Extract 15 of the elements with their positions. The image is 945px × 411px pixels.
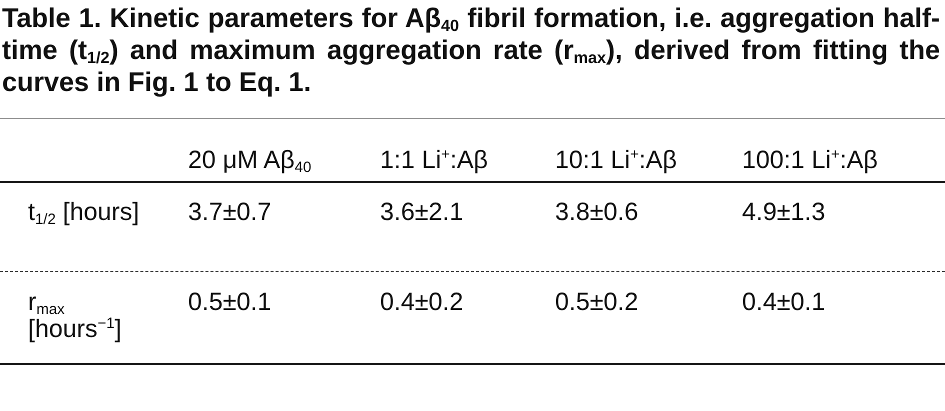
row-header: t$_{1/2}$ [hours] [28, 199, 140, 226]
row-header: r$_{max}$ [hours$^{−1}$] [28, 289, 123, 343]
column-header: 100:1 Li$^{+}$:Aβ [742, 147, 878, 174]
table-cell: 3.8±0.6 [555, 199, 638, 226]
column-header: 1:1 Li$^{+}$:Aβ [380, 147, 488, 174]
table-cell: 3.7±0.7 [188, 199, 272, 226]
table-cell: 3.6±2.1 [380, 199, 464, 226]
column-header: 10:1 Li$^{+}$:Aβ [555, 147, 677, 174]
table-cell: 0.4±0.1 [742, 289, 826, 316]
table-cell: 0.4±0.2 [380, 289, 464, 316]
table-cell: 4.9±1.3 [742, 199, 826, 226]
table-cell: 0.5±0.1 [188, 289, 272, 316]
table-title: Table 1. Kinetic parameters for Aβ$_{40}$ fibril formation, i.e. aggregation half-time (t$_{1/2}$) and maximum aggregation rate (r$_{max}$), derived from fitting the curves in Fig. 1 to Eq. 1. [2, 2, 940, 98]
table-cell: 0.5±0.2 [555, 289, 638, 316]
column-header: 20 μM Aβ$_{40}$ [188, 147, 312, 174]
